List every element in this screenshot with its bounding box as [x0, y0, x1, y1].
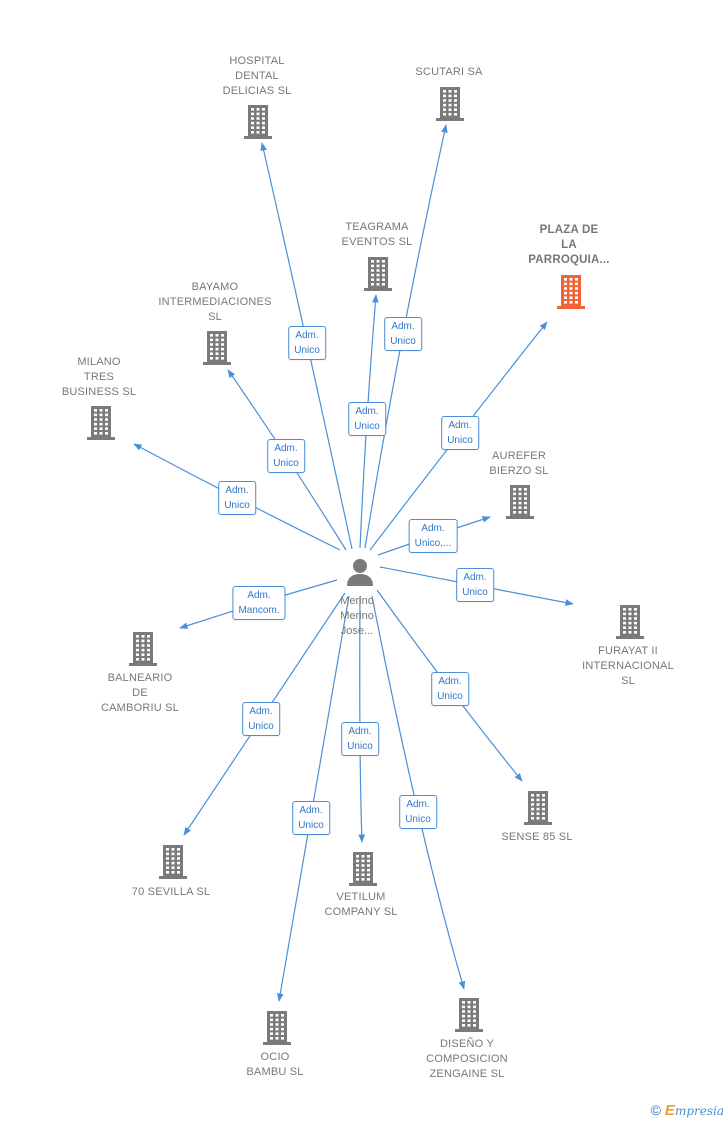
copyright-icon: © — [650, 1102, 661, 1118]
building-icon[interactable] — [243, 104, 273, 145]
person-label[interactable]: Merino Merino Jose... — [340, 595, 374, 637]
company-label-ocio[interactable]: OCIO BAMBU SL — [246, 1051, 304, 1078]
company-label-teagrama[interactable]: TEAGRAMA EVENTOS SL — [341, 221, 413, 248]
building-icon[interactable] — [348, 851, 378, 892]
company-label-milano[interactable]: MILANO TRES BUSINESS SL — [61, 356, 137, 398]
edge-role-label[interactable]: Adm. Unico — [242, 702, 280, 736]
building-icon[interactable] — [86, 405, 116, 446]
company-label-plaza[interactable]: PLAZA DE LA PARROQUIA... — [528, 224, 610, 266]
building-icon[interactable] — [556, 274, 586, 315]
building-icon[interactable] — [435, 86, 465, 127]
building-icon[interactable] — [615, 604, 645, 645]
edge-role-label[interactable]: Adm. Unico — [456, 568, 494, 602]
building-icon[interactable] — [454, 997, 484, 1038]
building-icon[interactable] — [158, 844, 188, 885]
brand-initial: E — [664, 1102, 675, 1119]
edge-ocio — [277, 595, 350, 1002]
company-label-furayat[interactable]: FURAYAT II INTERNACIONAL SL — [582, 645, 674, 687]
edge-role-label[interactable]: Adm. Unico,... — [408, 519, 458, 553]
edge-role-label[interactable]: Adm. Unico — [431, 672, 469, 706]
building-icon[interactable] — [262, 1010, 292, 1051]
company-label-bayamo[interactable]: BAYAMO INTERMEDIACIONES SL — [158, 281, 272, 323]
building-icon[interactable] — [523, 790, 553, 831]
building-icon[interactable] — [202, 330, 232, 371]
company-label-sense[interactable]: SENSE 85 SL — [501, 831, 573, 843]
edge-role-label[interactable]: Adm. Unico — [441, 416, 479, 450]
company-label-vetilum[interactable]: VETILUM COMPANY SL — [324, 891, 398, 918]
edge-diseno — [371, 595, 466, 990]
edge-role-label[interactable]: Adm. Unico — [267, 439, 305, 473]
edge-role-label[interactable]: Adm. Unico — [384, 317, 422, 351]
edge-role-label[interactable]: Adm. Unico — [288, 326, 326, 360]
person-icon[interactable] — [345, 557, 375, 592]
edge-role-label[interactable]: Adm. Unico — [292, 801, 330, 835]
company-label-scutari[interactable]: SCUTARI SA — [415, 66, 483, 78]
company-label-balneario[interactable]: BALNEARIO DE CAMBORIU SL — [101, 672, 179, 714]
footer-brand[interactable]: ©Empresia — [651, 1102, 724, 1119]
building-icon[interactable] — [363, 256, 393, 297]
company-label-diseno[interactable]: DISEÑO Y COMPOSICION ZENGAINE SL — [426, 1038, 508, 1080]
edge-role-label[interactable]: Adm. Unico — [341, 722, 379, 756]
edge-role-label[interactable]: Adm. Unico — [348, 402, 386, 436]
company-label-sevilla[interactable]: 70 SEVILLA SL — [131, 886, 211, 898]
edge-role-label[interactable]: Adm. Mancom. — [232, 586, 286, 620]
edge-role-label[interactable]: Adm. Unico — [218, 481, 256, 515]
company-label-hospital[interactable]: HOSPITAL DENTAL DELICIAS SL — [222, 55, 292, 97]
brand-name: mpresia — [674, 1104, 724, 1118]
building-icon[interactable] — [505, 484, 535, 525]
building-icon[interactable] — [128, 631, 158, 672]
company-label-aurefer[interactable]: AUREFER BIERZO SL — [489, 450, 549, 477]
edge-role-label[interactable]: Adm. Unico — [399, 795, 437, 829]
